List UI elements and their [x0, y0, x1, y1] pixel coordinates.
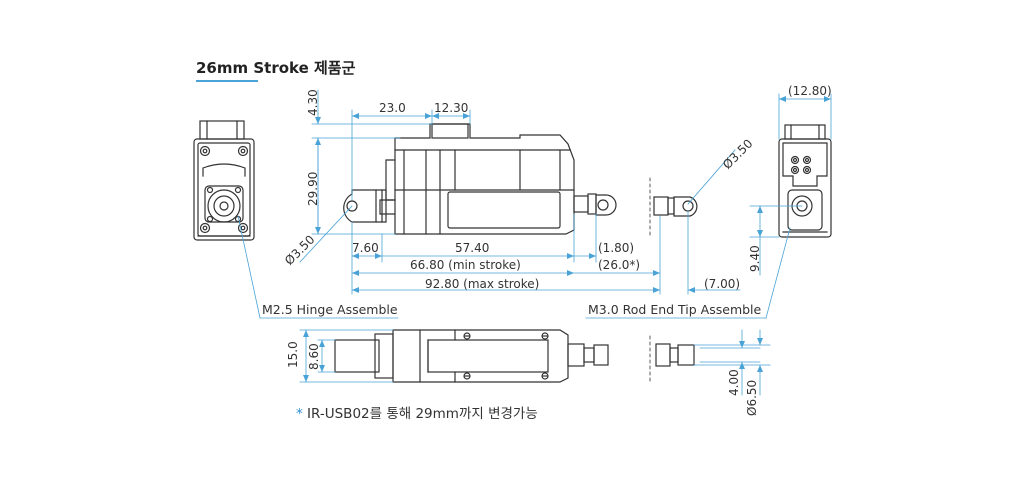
label-rod-end-assemble: M3.0 Rod End Tip Assemble [588, 302, 762, 317]
main-side-view [343, 123, 617, 235]
dim-4-30: 4.30 [306, 89, 320, 116]
footnote: * IR-USB02를 통해 29mm까지 변경가능 [296, 402, 538, 422]
footnote-star: * [296, 406, 303, 422]
dim-7-00: (7.00) [704, 277, 741, 291]
dim-23-0: 23.0 [379, 101, 406, 115]
dim-min-stroke: 66.80 (min stroke) [410, 258, 521, 272]
label-hinge-assemble: M2.5 Hinge Assemble [262, 302, 398, 317]
rod [573, 195, 589, 213]
page-title: 26mm Stroke 제품군 [196, 59, 356, 77]
dim-phi-6-50: Ø6.50 [745, 379, 759, 416]
dim-4-00: 4.00 [727, 369, 741, 396]
dim-26-0: (26.0*) [598, 258, 641, 272]
dim-12-30: 12.30 [434, 101, 469, 115]
dim-29-90: 29.90 [306, 171, 320, 206]
dim-1-80: (1.80) [598, 241, 635, 255]
dim-max-stroke: 92.80 (max stroke) [425, 277, 540, 291]
dim-9-40: 9.40 [748, 245, 762, 272]
dim-15-0: 15.0 [286, 341, 300, 368]
left-end-view [193, 120, 255, 241]
arrowheads [303, 96, 831, 382]
dim-8-60: 8.60 [307, 343, 321, 370]
right-end-view [778, 124, 832, 238]
dimension-lines [237, 89, 832, 396]
hinge-hole [346, 200, 358, 212]
dim-57-40: 57.40 [455, 241, 490, 255]
bottom-view [334, 329, 695, 385]
dim-12-80: (12.80) [788, 84, 832, 98]
dim-7-60: 7.60 [352, 241, 379, 255]
rod-end-tip [595, 194, 617, 216]
title-underline [196, 80, 258, 82]
actuator-body [394, 123, 575, 235]
rod-end-detail [649, 177, 698, 237]
footnote-text: IR-USB02를 통해 29mm까지 변경가능 [307, 406, 538, 422]
